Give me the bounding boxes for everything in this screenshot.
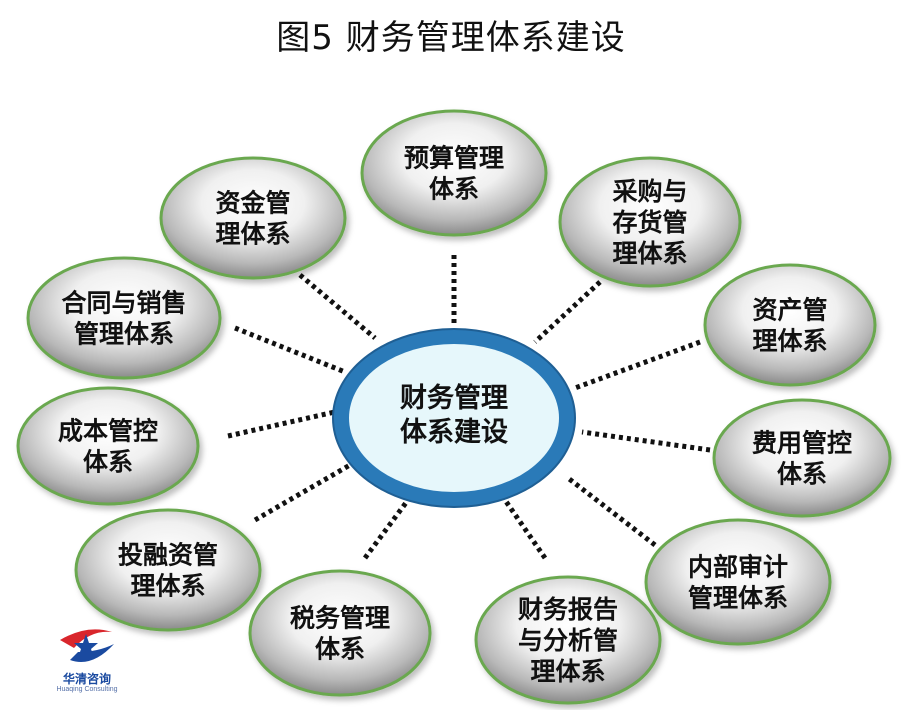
node-label-report-line-1: 财务报告 xyxy=(518,595,618,624)
connector-cost xyxy=(227,409,336,439)
node-label-cost-line-2: 体系 xyxy=(83,448,133,477)
node-label-contract-line-2: 管理体系 xyxy=(74,320,174,349)
node-ellipse-tax xyxy=(248,569,432,697)
node-label-procure-line-3: 理体系 xyxy=(612,239,687,268)
node-label-cost-line-1: 成本管控 xyxy=(58,417,158,446)
node-ellipse-expense xyxy=(712,398,892,518)
node-ellipse-report xyxy=(474,575,662,705)
node-label-budget-line-2: 体系 xyxy=(429,175,479,204)
connector-expense xyxy=(581,429,711,453)
node-label-fund-line-2: 理体系 xyxy=(215,220,290,249)
node-label-expense-line-1: 费用管控 xyxy=(752,429,852,458)
node-label-report-line-2: 与分析管 xyxy=(518,626,618,655)
connector-report xyxy=(502,498,548,560)
connector-fund xyxy=(298,273,377,340)
node-label-audit-line-2: 管理体系 xyxy=(688,584,788,613)
logo-text-en: Huaqing Consulting xyxy=(56,686,118,693)
node-ellipse-invest xyxy=(74,508,262,632)
node-label-report-line-3: 理体系 xyxy=(530,657,605,686)
connector-procure xyxy=(533,280,602,344)
node-label-expense-line-2: 体系 xyxy=(777,460,827,489)
node-label-fund-line-1: 资金管 xyxy=(215,189,290,218)
center-inner xyxy=(349,344,559,492)
node-label-audit-line-1: 内部审计 xyxy=(688,553,788,582)
nodes-layer: 预算管理体系采购与存货管理体系资产管理体系费用管控体系内部审计管理体系财务报告与… xyxy=(16,109,892,705)
node-ellipse-audit xyxy=(644,518,832,646)
connector-tax xyxy=(362,498,411,560)
connector-invest xyxy=(253,462,352,523)
center-label-line-1: 财务管理 xyxy=(400,383,508,414)
center-label-line-2: 体系建设 xyxy=(400,417,508,448)
node-label-procure-line-1: 采购与 xyxy=(612,177,687,206)
connector-lines xyxy=(227,255,711,560)
node-ellipse-fund xyxy=(159,156,347,280)
node-label-invest-line-1: 投融资管 xyxy=(118,541,218,570)
connector-asset xyxy=(574,339,701,391)
node-ellipse-budget xyxy=(360,109,548,237)
company-logo: 华清咨询 Huaqing Consulting xyxy=(52,622,122,702)
node-ellipse-contract xyxy=(26,256,222,380)
connector-contract xyxy=(234,325,346,375)
connector-audit xyxy=(566,476,657,547)
logo-mark-icon xyxy=(60,629,114,662)
node-label-asset-line-2: 理体系 xyxy=(752,327,827,356)
node-label-asset-line-1: 资产管 xyxy=(752,296,827,325)
node-label-invest-line-2: 理体系 xyxy=(130,572,205,601)
node-label-tax-line-1: 税务管理 xyxy=(290,604,390,633)
node-label-procure-line-2: 存货管 xyxy=(612,208,687,237)
logo-text-cn: 华清咨询 xyxy=(62,672,111,686)
center-node: 财务管理 体系建设 xyxy=(332,328,576,508)
node-label-contract-line-1: 合同与销售 xyxy=(61,289,186,318)
node-label-budget-line-1: 预算管理 xyxy=(404,144,504,173)
node-ellipse-asset xyxy=(703,263,877,387)
page-title: 图5 财务管理体系建设 xyxy=(276,18,626,58)
node-ellipse-procure xyxy=(558,156,742,288)
node-ellipse-cost xyxy=(16,386,200,506)
node-label-tax-line-2: 体系 xyxy=(315,635,365,664)
